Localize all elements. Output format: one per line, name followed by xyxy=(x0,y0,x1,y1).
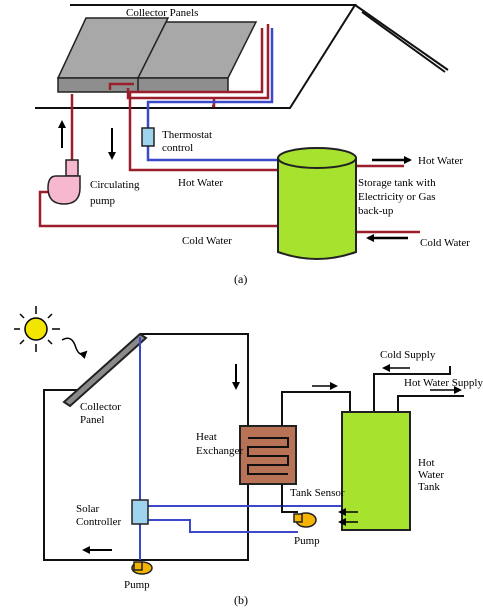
storage-tank-label-1: Storage tank with xyxy=(358,177,436,189)
pump-right xyxy=(293,512,317,528)
collector-loop-pipe xyxy=(43,333,249,561)
caption-b: (b) xyxy=(234,593,248,607)
sensor-wires xyxy=(139,337,342,560)
hot-water-pipe-label: Hot Water xyxy=(178,177,223,189)
collector-panels xyxy=(56,17,258,93)
tank-label-1: Hot xyxy=(418,457,435,469)
circulating-pump-label-1: Circulating xyxy=(90,179,140,191)
storage-tank-label-3: back-up xyxy=(358,205,394,217)
circulating-pump-label-2: pump xyxy=(90,195,116,207)
heat-exchanger-coil xyxy=(247,437,289,475)
diagram-b: Collector Panel Heat Exchanger Cold Supp… xyxy=(14,306,483,607)
cold-supply-label: Cold Supply xyxy=(380,349,436,361)
collector-panel xyxy=(62,332,148,408)
sun-icon xyxy=(14,306,60,352)
hot-water-out-label: Hot Water xyxy=(418,155,463,167)
solar-controller-label-1: Solar xyxy=(76,503,100,515)
diagram-a: Collector Panels Thermostat control xyxy=(35,4,470,286)
heat-exchanger-label-2: Exchanger xyxy=(196,445,243,457)
storage-tank xyxy=(277,147,357,260)
tank-label-3: Tank xyxy=(418,481,440,493)
thermostat-label-2: control xyxy=(162,142,193,154)
cold-water-pipe-label: Cold Water xyxy=(182,235,232,247)
circulating-pump xyxy=(47,159,81,205)
collector-panel-label-2: Panel xyxy=(80,414,104,426)
solar-controller-label-2: Controller xyxy=(76,516,122,528)
tank-label-2: Water xyxy=(418,469,444,481)
heat-exchanger-label-1: Heat xyxy=(196,431,217,443)
hot-water-tank xyxy=(341,411,411,531)
thermostat-wire xyxy=(146,28,280,162)
pump-bottom xyxy=(131,561,153,575)
tank-sensor-label: Tank Sensor xyxy=(290,487,345,499)
cold-water-in-label: Cold Water xyxy=(420,237,470,249)
solar-controller xyxy=(131,499,149,525)
thermostat-label-1: Thermostat xyxy=(162,129,212,141)
sun-ray-arrow xyxy=(61,337,88,360)
caption-a: (a) xyxy=(234,272,247,286)
collector-panels-label: Collector Panels xyxy=(126,7,198,19)
storage-tank-label-2: Electricity or Gas xyxy=(358,191,436,203)
cold-water-pipe xyxy=(38,94,420,234)
hot-water-pipe xyxy=(108,24,280,172)
collector-panel-label-1: Collector xyxy=(80,401,121,413)
hot-water-supply-label: Hot Water Supply xyxy=(404,377,483,389)
thermostat-control xyxy=(141,127,155,147)
pump-right-label: Pump xyxy=(294,535,320,547)
house-roof xyxy=(35,4,449,109)
pump-bottom-label: Pump xyxy=(124,579,150,591)
